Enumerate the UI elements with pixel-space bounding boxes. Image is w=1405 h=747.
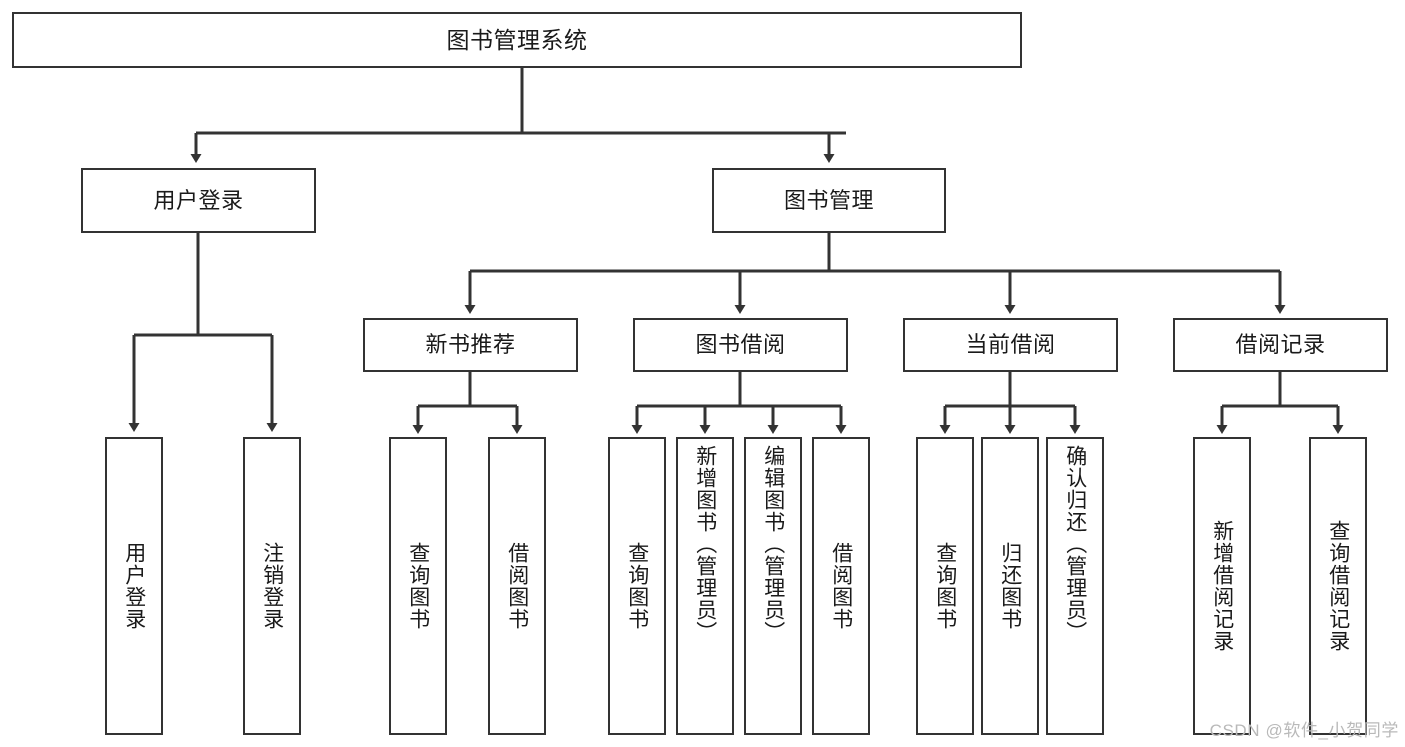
node-label: 查询图书	[625, 542, 649, 630]
leaf-borrow-add-book-admin[interactable]: 新增图书（管理员）	[676, 437, 734, 735]
node-user-login[interactable]: 用户登录	[81, 168, 316, 233]
node-label: 查询图书	[933, 542, 957, 630]
node-label: 图书管理	[783, 187, 874, 213]
node-label: 归还图书	[998, 542, 1022, 630]
leaf-borrow-borrow-book[interactable]: 借阅图书	[812, 437, 870, 735]
node-book-manage[interactable]: 图书管理	[712, 168, 946, 233]
node-label: 确认归还（管理员）	[1063, 445, 1087, 643]
node-label: 新书推荐	[425, 332, 516, 358]
node-label: 新增借阅记录	[1210, 520, 1234, 652]
csdn-watermark: CSDN @软件_小贺同学	[1209, 721, 1399, 740]
leaf-current-return-book[interactable]: 归还图书	[981, 437, 1039, 735]
leaf-current-confirm-return-admin[interactable]: 确认归还（管理员）	[1046, 437, 1104, 735]
node-label: 注销登录	[260, 542, 284, 630]
node-label: 编辑图书（管理员）	[761, 445, 785, 643]
node-root-system[interactable]: 图书管理系统	[12, 12, 1022, 68]
leaf-user-login-logout[interactable]: 注销登录	[243, 437, 301, 735]
leaf-user-login-login[interactable]: 用户登录	[105, 437, 163, 735]
node-label: 借阅记录	[1235, 332, 1326, 358]
node-label: 当前借阅	[965, 332, 1056, 358]
node-label: 新增图书（管理员）	[693, 445, 717, 643]
node-label: 图书管理系统	[446, 26, 588, 53]
node-book-borrow[interactable]: 图书借阅	[633, 318, 848, 372]
node-label: 借阅图书	[505, 542, 529, 630]
leaf-borrow-query-book[interactable]: 查询图书	[608, 437, 666, 735]
leaf-recommend-borrow-book[interactable]: 借阅图书	[488, 437, 546, 735]
node-current-borrow[interactable]: 当前借阅	[903, 318, 1118, 372]
leaf-record-add-record[interactable]: 新增借阅记录	[1193, 437, 1251, 735]
leaf-record-query-record[interactable]: 查询借阅记录	[1309, 437, 1367, 735]
node-label: 用户登录	[122, 542, 146, 630]
leaf-borrow-edit-book-admin[interactable]: 编辑图书（管理员）	[744, 437, 802, 735]
node-label: 用户登录	[153, 187, 244, 213]
node-label: 借阅图书	[829, 542, 853, 630]
leaf-recommend-query-book[interactable]: 查询图书	[389, 437, 447, 735]
node-label: 查询图书	[406, 542, 430, 630]
node-label: 查询借阅记录	[1326, 520, 1350, 652]
node-borrow-record[interactable]: 借阅记录	[1173, 318, 1388, 372]
leaf-current-query-book[interactable]: 查询图书	[916, 437, 974, 735]
node-new-book-recommend[interactable]: 新书推荐	[363, 318, 578, 372]
node-label: 图书借阅	[695, 332, 786, 358]
